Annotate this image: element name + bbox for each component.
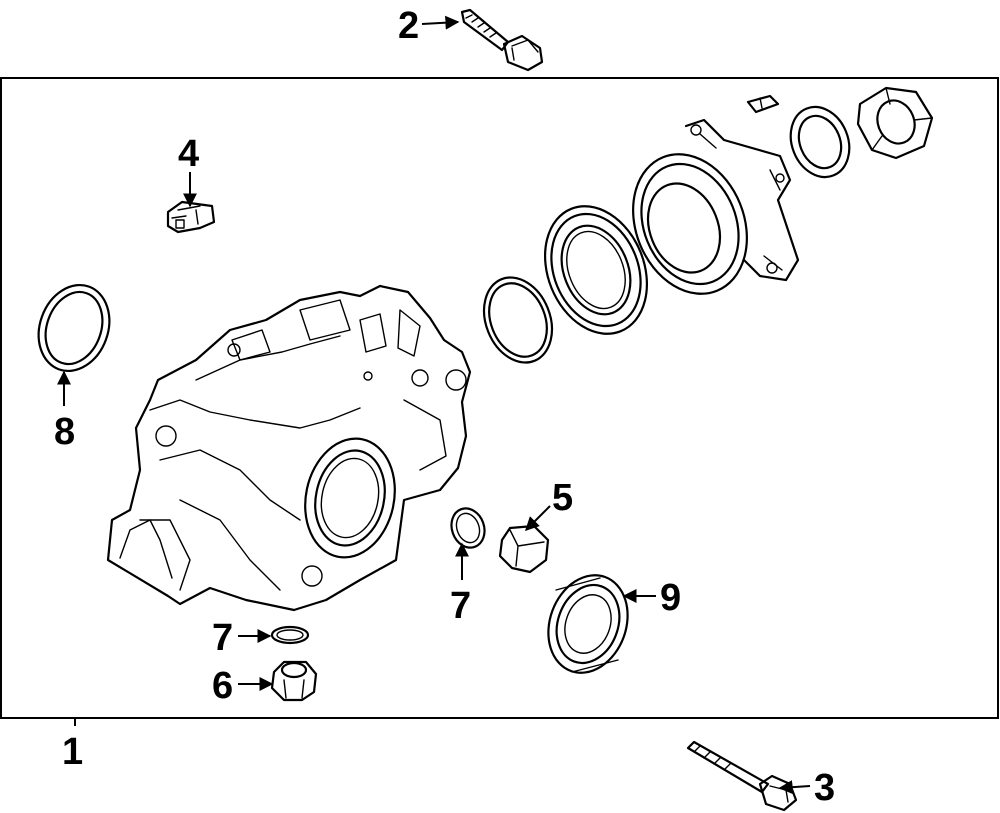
leader-5 — [525, 505, 551, 531]
oring-left-part — [37, 283, 111, 373]
differential-housing-part — [106, 284, 472, 612]
leader-2 — [421, 15, 460, 30]
washer-ring-part — [789, 105, 851, 179]
pin-part — [746, 94, 780, 114]
callout-7-lower: 7 — [212, 617, 233, 659]
callout-3: 3 — [814, 767, 835, 809]
leader-3 — [778, 780, 811, 795]
oil-seal-large-part — [543, 205, 649, 335]
callout-9: 9 — [660, 577, 681, 619]
assembly-frame — [0, 77, 999, 719]
bolt-top-part — [460, 8, 544, 72]
snap-ring-center-part — [450, 507, 486, 549]
callout-5: 5 — [552, 477, 573, 519]
callout-7-center: 7 — [450, 585, 471, 627]
plug-part — [498, 524, 550, 574]
callout-8: 8 — [54, 411, 75, 453]
bolt-bottom-part — [686, 740, 798, 812]
drain-plug-part — [270, 660, 318, 702]
callout-1: 1 — [62, 731, 83, 773]
snap-ring-lower-part — [270, 625, 310, 645]
callout-6: 6 — [212, 665, 233, 707]
flange-nut-part — [856, 86, 934, 160]
axle-seal-part — [547, 574, 629, 674]
callout-4: 4 — [178, 133, 199, 175]
callout-2: 2 — [398, 5, 419, 47]
oring-mid-part — [482, 276, 554, 364]
companion-flange-part — [632, 118, 800, 295]
sensor-part — [166, 200, 216, 234]
